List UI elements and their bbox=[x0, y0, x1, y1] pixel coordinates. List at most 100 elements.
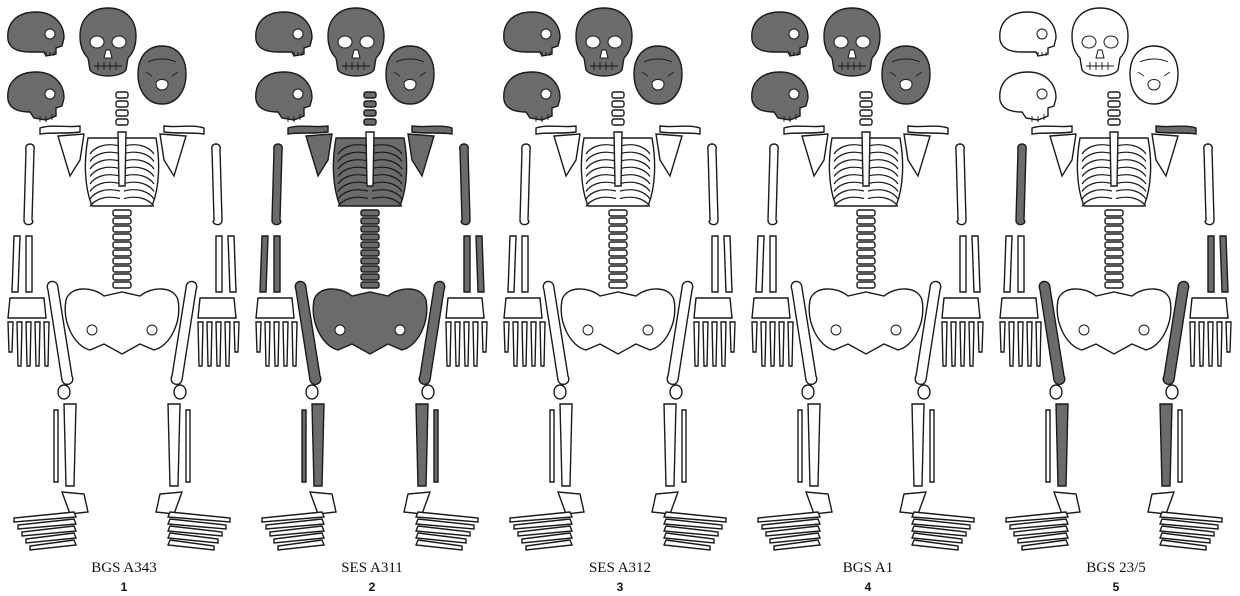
bone-scapula-l bbox=[306, 134, 332, 176]
bone-scapula-l bbox=[802, 134, 828, 176]
bone-patella-r bbox=[918, 385, 930, 399]
bone-skull-front bbox=[80, 8, 136, 76]
bone-tibia-r bbox=[1160, 404, 1172, 486]
bone-hand-r bbox=[694, 298, 735, 366]
bone-tibia-l bbox=[312, 404, 324, 486]
bone-humerus-l bbox=[768, 144, 778, 225]
bone-humerus-r bbox=[1204, 144, 1214, 225]
bone-sternum bbox=[118, 132, 126, 186]
bone-ulna-r bbox=[476, 236, 484, 292]
specimen-label: BGS A1 bbox=[843, 560, 893, 576]
bone-ulna-l bbox=[770, 236, 776, 292]
specimen-label: SES A312 bbox=[589, 560, 651, 576]
bone-ulna-r bbox=[972, 236, 980, 292]
bone-scapula-r bbox=[904, 134, 930, 176]
bone-foot-l bbox=[758, 492, 832, 550]
bone-scapula-r bbox=[1152, 134, 1178, 176]
skeleton-panel-1: BGS A3431 bbox=[0, 0, 248, 596]
bone-hand-r bbox=[446, 298, 487, 366]
bone-skull-front bbox=[328, 8, 384, 76]
bone-foot-r bbox=[404, 492, 478, 550]
bone-foot-r bbox=[900, 492, 974, 550]
bone-skull-front bbox=[576, 8, 632, 76]
panel-number: 2 bbox=[369, 580, 376, 594]
bone-scapula-l bbox=[1050, 134, 1076, 176]
bone-radius-l bbox=[508, 236, 516, 292]
bone-hand-r bbox=[942, 298, 983, 366]
bone-patella-l bbox=[58, 385, 70, 399]
bone-radius-r bbox=[960, 236, 966, 292]
bone-ulna-r bbox=[1220, 236, 1228, 292]
bone-patella-r bbox=[670, 385, 682, 399]
bone-skull-lateral-2 bbox=[256, 72, 312, 122]
bone-skull-base bbox=[882, 46, 930, 104]
bone-fibula-l bbox=[798, 410, 802, 482]
bone-patella-l bbox=[554, 385, 566, 399]
bone-ulna-l bbox=[26, 236, 32, 292]
bone-pelvis bbox=[809, 289, 923, 354]
bone-clavicle-l bbox=[536, 126, 576, 134]
bone-skull-lateral-2 bbox=[504, 72, 560, 122]
bone-skull-base bbox=[1130, 46, 1178, 104]
panel-number: 4 bbox=[865, 580, 872, 594]
bone-hand-l bbox=[504, 298, 545, 366]
bone-tibia-r bbox=[168, 404, 180, 486]
bone-radius-l bbox=[12, 236, 20, 292]
bone-patella-r bbox=[174, 385, 186, 399]
bone-scapula-l bbox=[58, 134, 84, 176]
skeleton-panel-3: SES A3123 bbox=[496, 0, 744, 596]
bone-hand-r bbox=[198, 298, 239, 366]
bone-skull-lateral-1 bbox=[504, 12, 560, 56]
bone-clavicle-r bbox=[1156, 126, 1196, 134]
bone-foot-r bbox=[1148, 492, 1222, 550]
bone-humerus-l bbox=[1016, 144, 1026, 225]
bone-pelvis bbox=[1057, 289, 1171, 354]
bone-ulna-l bbox=[522, 236, 528, 292]
bone-skull-base bbox=[634, 46, 682, 104]
bone-skull-lateral-1 bbox=[256, 12, 312, 56]
bone-foot-l bbox=[510, 492, 584, 550]
bone-patella-l bbox=[802, 385, 814, 399]
bone-radius-l bbox=[756, 236, 764, 292]
bone-radius-r bbox=[464, 236, 470, 292]
bone-radius-r bbox=[1208, 236, 1214, 292]
bone-humerus-l bbox=[272, 144, 282, 225]
bone-clavicle-r bbox=[908, 126, 948, 134]
bone-sternum bbox=[862, 132, 870, 186]
bone-skull-lateral-1 bbox=[8, 12, 64, 56]
bone-scapula-l bbox=[554, 134, 580, 176]
bone-hand-r bbox=[1190, 298, 1231, 366]
bone-clavicle-r bbox=[164, 126, 204, 134]
bone-foot-l bbox=[14, 492, 88, 550]
bone-fibula-l bbox=[550, 410, 554, 482]
bone-foot-l bbox=[262, 492, 336, 550]
bone-patella-r bbox=[1166, 385, 1178, 399]
bone-skull-lateral-2 bbox=[8, 72, 64, 122]
panel-number: 1 bbox=[121, 580, 128, 594]
bone-skull-lateral-2 bbox=[1000, 72, 1056, 122]
bone-clavicle-r bbox=[412, 126, 452, 134]
bone-fibula-r bbox=[186, 410, 190, 482]
skeleton-panel-4: BGS A1 4 bbox=[744, 0, 992, 596]
bone-fibula-l bbox=[1046, 410, 1050, 482]
bone-skull-lateral-1 bbox=[752, 12, 808, 56]
bone-patella-l bbox=[1050, 385, 1062, 399]
bone-ulna-l bbox=[274, 236, 280, 292]
bone-fibula-r bbox=[434, 410, 438, 482]
bone-humerus-r bbox=[460, 144, 470, 225]
bone-fibula-r bbox=[930, 410, 934, 482]
bone-ulna-r bbox=[724, 236, 732, 292]
bone-fibula-l bbox=[302, 410, 306, 482]
bone-ulna-r bbox=[228, 236, 236, 292]
bone-sternum bbox=[1110, 132, 1118, 186]
bone-humerus-l bbox=[520, 144, 530, 225]
bone-humerus-r bbox=[708, 144, 718, 225]
bone-tibia-l bbox=[1056, 404, 1068, 486]
bone-hand-l bbox=[256, 298, 297, 366]
bone-sternum bbox=[366, 132, 374, 186]
bone-radius-r bbox=[216, 236, 222, 292]
bone-hand-l bbox=[752, 298, 793, 366]
bone-tibia-l bbox=[560, 404, 572, 486]
bone-tibia-r bbox=[912, 404, 924, 486]
